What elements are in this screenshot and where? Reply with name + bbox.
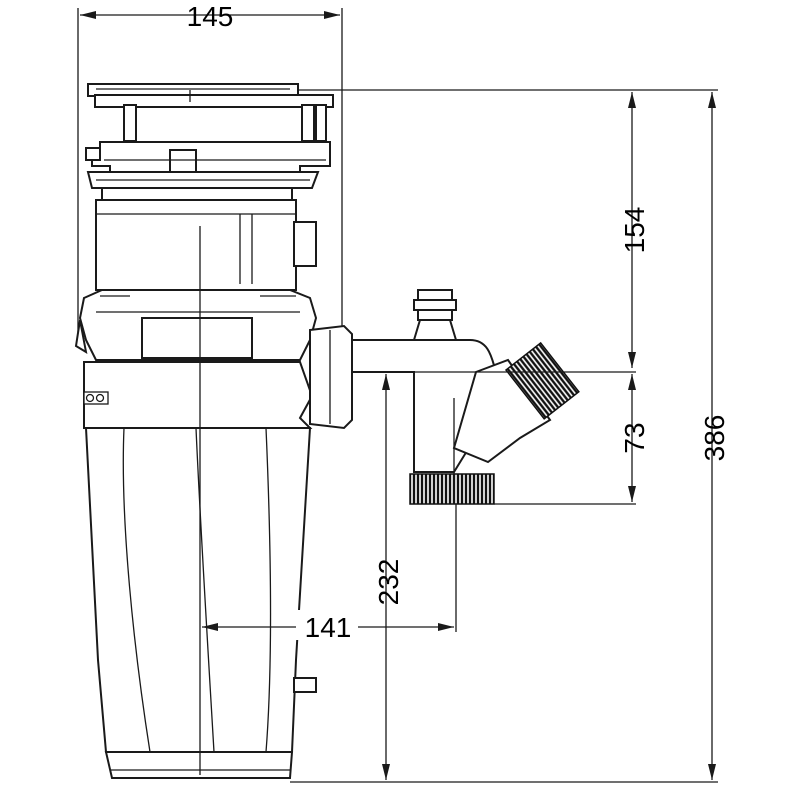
dimension-154: 154	[298, 89, 718, 368]
dimension-386-label: 386	[699, 415, 730, 462]
dimension-141: 141	[202, 504, 457, 643]
dimension-386: 386	[290, 92, 730, 783]
dimension-232-label: 232	[373, 559, 404, 606]
dimension-141-label: 141	[305, 612, 352, 643]
dimension-232: 232	[373, 374, 404, 780]
dimension-73: 73	[380, 371, 650, 505]
disposer-body	[74, 83, 334, 779]
outlet-assembly	[309, 289, 580, 505]
dimension-73-label: 73	[619, 422, 650, 453]
dimension-154-label: 154	[619, 207, 650, 254]
dimension-145: 145	[77, 1, 343, 332]
dimension-145-label: 145	[187, 1, 234, 32]
